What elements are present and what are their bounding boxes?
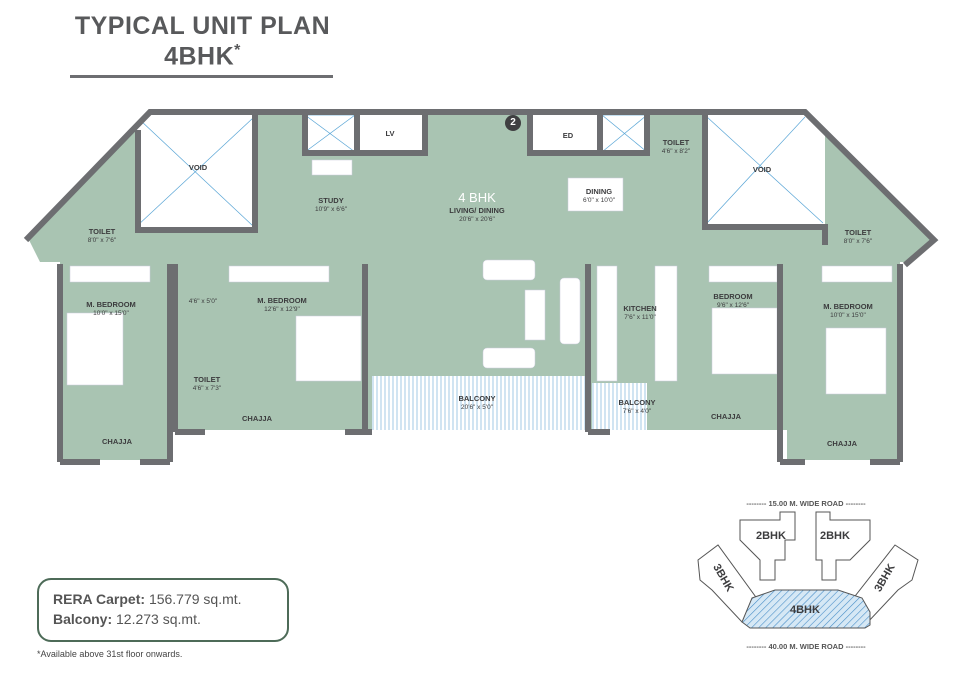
balcony-railing xyxy=(372,376,585,430)
plan-subtitle: 4BHK* xyxy=(40,42,365,71)
balcony-label: Balcony: xyxy=(53,611,113,627)
furniture xyxy=(66,159,893,395)
footnote: *Available above 31st floor onwards. xyxy=(37,649,183,659)
room-ed: ED xyxy=(562,131,574,140)
room-void-left: VOID xyxy=(188,163,208,172)
room-chajja-left: CHAJJA xyxy=(101,437,133,446)
room-dressing: 4'6" x 5'0" xyxy=(188,298,218,305)
walls xyxy=(23,109,939,465)
room-chajja-right-center: CHAJJA xyxy=(710,412,742,421)
carpet-value: 156.779 sq.mt. xyxy=(148,591,242,607)
key-unit-4bhk: 4BHK xyxy=(790,604,820,616)
plan-title: TYPICAL UNIT PLAN xyxy=(74,12,331,40)
key-unit-2bhk-right: 2BHK xyxy=(820,530,850,542)
unit-label: 4 BHK xyxy=(458,190,496,205)
road-top: -------- 15.00 M. WIDE ROAD -------- xyxy=(746,499,866,508)
room-lv: LV xyxy=(385,129,395,138)
door-badge: 2 xyxy=(505,115,521,131)
room-chajja-right: CHAJJA xyxy=(826,439,858,448)
area-summary: RERA Carpet: 156.779 sq.mt. Balcony: 12.… xyxy=(37,578,289,642)
key-plan xyxy=(697,511,919,629)
balcony-value: 12.273 sq.mt. xyxy=(116,611,201,627)
voids xyxy=(135,114,825,228)
road-bottom: -------- 40.00 M. WIDE ROAD -------- xyxy=(746,642,866,651)
key-unit-2bhk-left: 2BHK xyxy=(756,530,786,542)
room-chajja-center: CHAJJA xyxy=(241,414,273,423)
asterisk: * xyxy=(234,42,241,59)
title-underline xyxy=(70,75,333,78)
unit-type: 4BHK xyxy=(164,42,235,71)
carpet-label: RERA Carpet: xyxy=(53,591,146,607)
room-void-right: VOID xyxy=(752,165,772,174)
balcony-railing-small xyxy=(592,383,647,430)
